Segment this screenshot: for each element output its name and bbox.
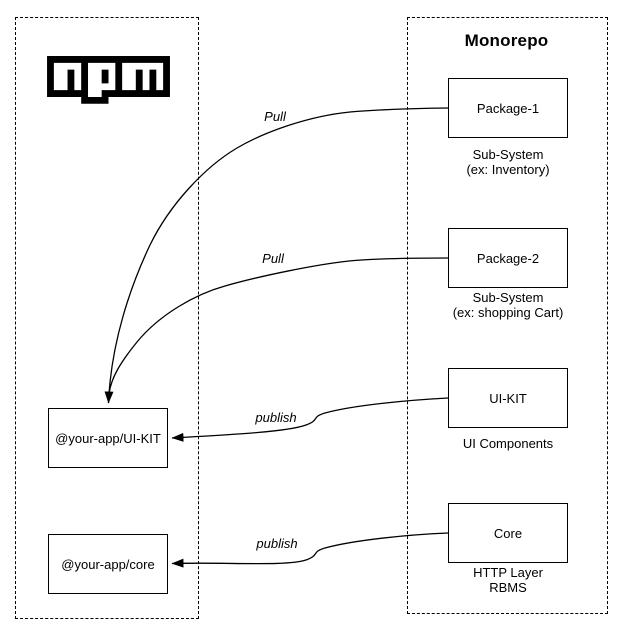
node-your-app-ui-kit-label: @your-app/UI-KIT	[55, 430, 161, 446]
node-your-app-core: @your-app/core	[48, 534, 168, 594]
caption-package-1-line1: Sub-System	[472, 147, 544, 162]
node-ui-kit: UI-KIT	[448, 368, 568, 428]
edge-label-pull-2: Pull	[262, 251, 284, 266]
caption-core-line2: RBMS	[489, 580, 527, 595]
edge-label-publish-1: publish	[255, 410, 297, 425]
node-ui-kit-label: UI-KIT	[489, 390, 527, 406]
node-core: Core	[448, 503, 568, 563]
node-package-2-label: Package-2	[476, 250, 540, 266]
caption-ui-kit-line1: UI Components	[462, 436, 554, 451]
npm-logo-icon	[47, 56, 170, 104]
caption-package-1: Sub-System (ex: Inventory)	[418, 147, 598, 177]
caption-ui-kit: UI Components	[418, 436, 598, 451]
node-your-app-core-label: @your-app/core	[61, 556, 155, 572]
caption-package-1-line2: (ex: Inventory)	[466, 162, 550, 177]
caption-core: HTTP Layer RBMS	[418, 565, 598, 595]
node-your-app-ui-kit: @your-app/UI-KIT	[48, 408, 168, 468]
caption-core-line1: HTTP Layer	[473, 565, 543, 580]
npm-registry-container	[15, 17, 199, 619]
node-package-1-label: Package-1	[476, 100, 540, 116]
edge-label-publish-2: publish	[256, 536, 298, 551]
caption-package-2-line2: (ex: shopping Cart)	[452, 305, 564, 320]
node-package-1: Package-1	[448, 78, 568, 138]
monorepo-title: Monorepo	[464, 31, 549, 50]
node-core-label: Core	[493, 525, 523, 541]
node-package-2: Package-2	[448, 228, 568, 288]
caption-package-2: Sub-System (ex: shopping Cart)	[418, 290, 598, 320]
caption-package-2-line1: Sub-System	[472, 290, 544, 305]
edge-label-pull-1: Pull	[264, 109, 286, 124]
